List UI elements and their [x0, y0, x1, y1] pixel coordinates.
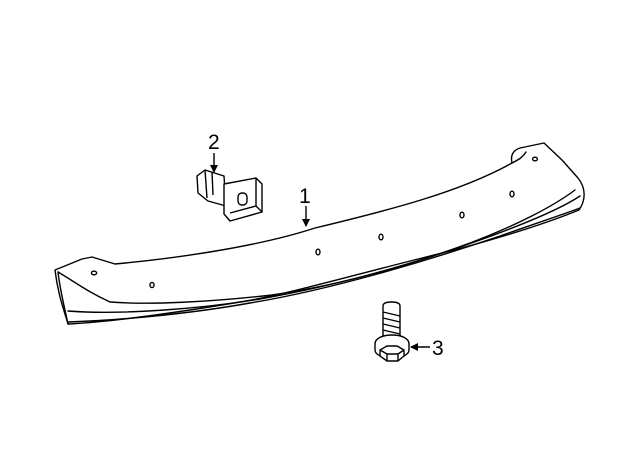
spoiler-part [54, 142, 585, 325]
spoiler-bottom-lip [67, 207, 581, 323]
callout-3: 3 [410, 337, 444, 360]
mount-hole [378, 233, 384, 241]
mount-hole [509, 190, 515, 198]
spoiler-top-edge [57, 189, 576, 304]
callout-3-label: 3 [432, 337, 444, 360]
callout-2-label: 2 [208, 131, 220, 154]
clip-head-edge [229, 178, 263, 214]
spoiler-outline [54, 142, 585, 325]
spoiler-lip-line [67, 195, 581, 313]
spoiler-left-end [57, 271, 69, 325]
clip-shank-line [204, 169, 214, 199]
clip-part [196, 169, 263, 222]
clip-slot [237, 192, 248, 206]
bolt-part [374, 301, 410, 362]
mount-hole [90, 270, 98, 276]
mount-hole [149, 281, 155, 289]
mount-hole [531, 156, 539, 162]
bolt-threads [382, 311, 401, 335]
callout-2: 2 [208, 131, 220, 173]
callout-1: 1 [299, 185, 311, 227]
mount-hole [315, 248, 321, 256]
spoiler-right-notch [511, 151, 527, 164]
callout-1-label: 1 [299, 185, 311, 208]
mount-hole [459, 211, 465, 219]
bolt-hex-edge [379, 349, 405, 361]
